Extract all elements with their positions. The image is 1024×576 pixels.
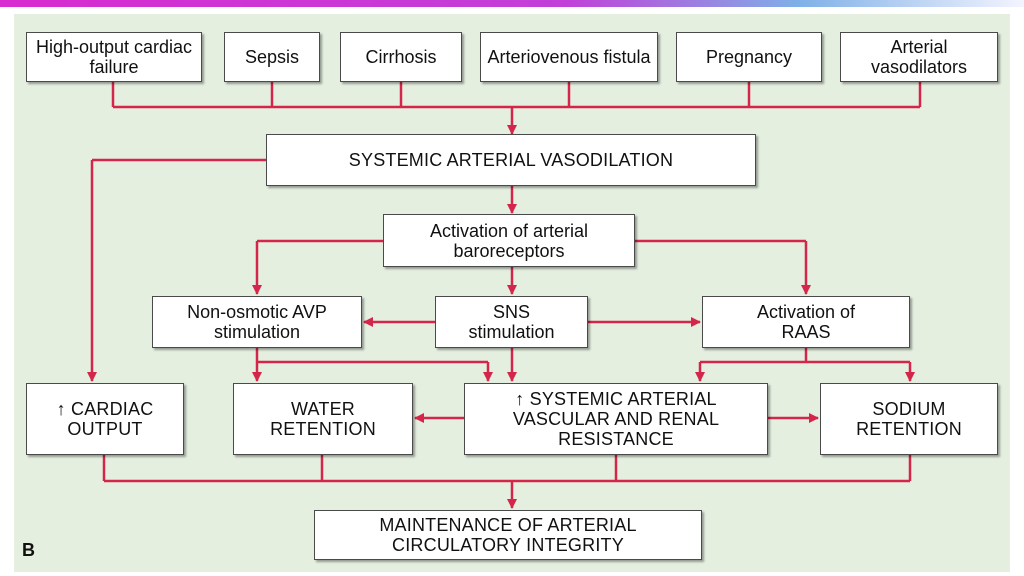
cause-label: Arteriovenous fistula xyxy=(487,47,651,67)
cause-pregnancy: Pregnancy xyxy=(676,32,822,82)
cause-label: Pregnancy xyxy=(705,47,793,67)
vasodilation-label: SYSTEMIC ARTERIAL VASODILATION xyxy=(348,150,674,170)
resistance-label: ↑ SYSTEMIC ARTERIAL VASCULAR AND RENAL R… xyxy=(512,389,720,449)
maintenance-label: MAINTENANCE OF ARTERIAL CIRCULATORY INTE… xyxy=(379,515,637,555)
non-osmotic-avp-stimulation-box: Non-osmotic AVP stimulation xyxy=(152,296,362,348)
cause-sepsis: Sepsis xyxy=(224,32,320,82)
water-retention-box: WATER RETENTION xyxy=(233,383,413,455)
cause-cirrhosis: Cirrhosis xyxy=(340,32,462,82)
figure-label: B xyxy=(22,540,35,560)
cardiac-output-label: ↑ CARDIAC OUTPUT xyxy=(56,399,154,439)
cardiac-output-box: ↑ CARDIAC OUTPUT xyxy=(26,383,184,455)
cause-high-output-cardiac-failure: High-output cardiac failure xyxy=(26,32,202,82)
sns-stimulation-box: SNS stimulation xyxy=(435,296,588,348)
systemic-arterial-vasodilation-box: SYSTEMIC ARTERIAL VASODILATION xyxy=(266,134,756,186)
vascular-renal-resistance-box: ↑ SYSTEMIC ARTERIAL VASCULAR AND RENAL R… xyxy=(464,383,768,455)
top-accent-bar xyxy=(0,0,1024,7)
sodium-retention-box: SODIUM RETENTION xyxy=(820,383,998,455)
baroreceptor-activation-box: Activation of arterial baroreceptors xyxy=(383,214,635,267)
cause-label: High-output cardiac failure xyxy=(35,37,193,77)
arterial-circulatory-integrity-box: MAINTENANCE OF ARTERIAL CIRCULATORY INTE… xyxy=(314,510,702,560)
water-retention-label: WATER RETENTION xyxy=(270,399,376,439)
cause-label: Sepsis xyxy=(244,47,300,67)
sns-label: SNS stimulation xyxy=(468,302,555,342)
cause-arterial-vasodilators: Arterial vasodilators xyxy=(840,32,998,82)
raas-label: Activation of RAAS xyxy=(756,302,856,342)
baroreceptors-label: Activation of arterial baroreceptors xyxy=(429,220,589,261)
cause-label: Cirrhosis xyxy=(365,47,437,67)
avp-label: Non-osmotic AVP stimulation xyxy=(187,302,327,342)
sodium-retention-label: SODIUM RETENTION xyxy=(856,399,962,439)
cause-label: Arterial vasodilators xyxy=(870,37,968,77)
cause-arteriovenous-fistula: Arteriovenous fistula xyxy=(480,32,658,82)
raas-activation-box: Activation of RAAS xyxy=(702,296,910,348)
